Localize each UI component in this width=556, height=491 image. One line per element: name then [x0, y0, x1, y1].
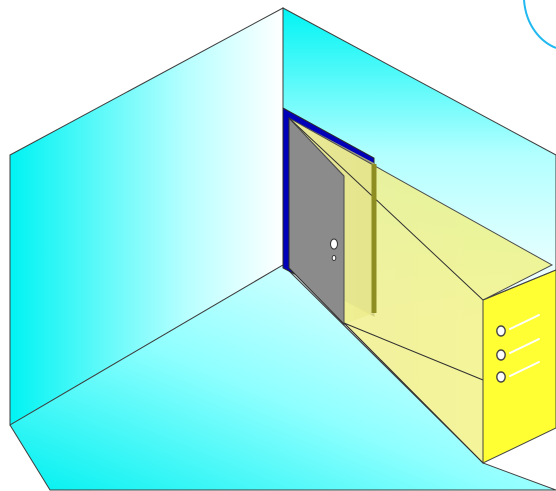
- beam-line-lower: [343, 322, 484, 381]
- indicator-circle-icon: [496, 349, 506, 361]
- indicator-line-icon: [509, 361, 540, 377]
- indicator-circle-icon: [496, 325, 506, 337]
- door-knob-icon: [330, 238, 338, 261]
- box-indicator-lines: [509, 314, 540, 377]
- indicator-line-icon: [509, 338, 540, 354]
- corner-arc: [523, 0, 556, 49]
- indicator-line-icon: [509, 314, 540, 330]
- beam-line-upper: [288, 117, 484, 301]
- indicator-circle-icon: [496, 371, 506, 383]
- floor: [9, 264, 556, 491]
- box-indicators: [496, 325, 506, 383]
- beam-line-floor: [343, 322, 484, 464]
- yellow-box: [482, 269, 556, 464]
- box-top-edge: [482, 269, 556, 301]
